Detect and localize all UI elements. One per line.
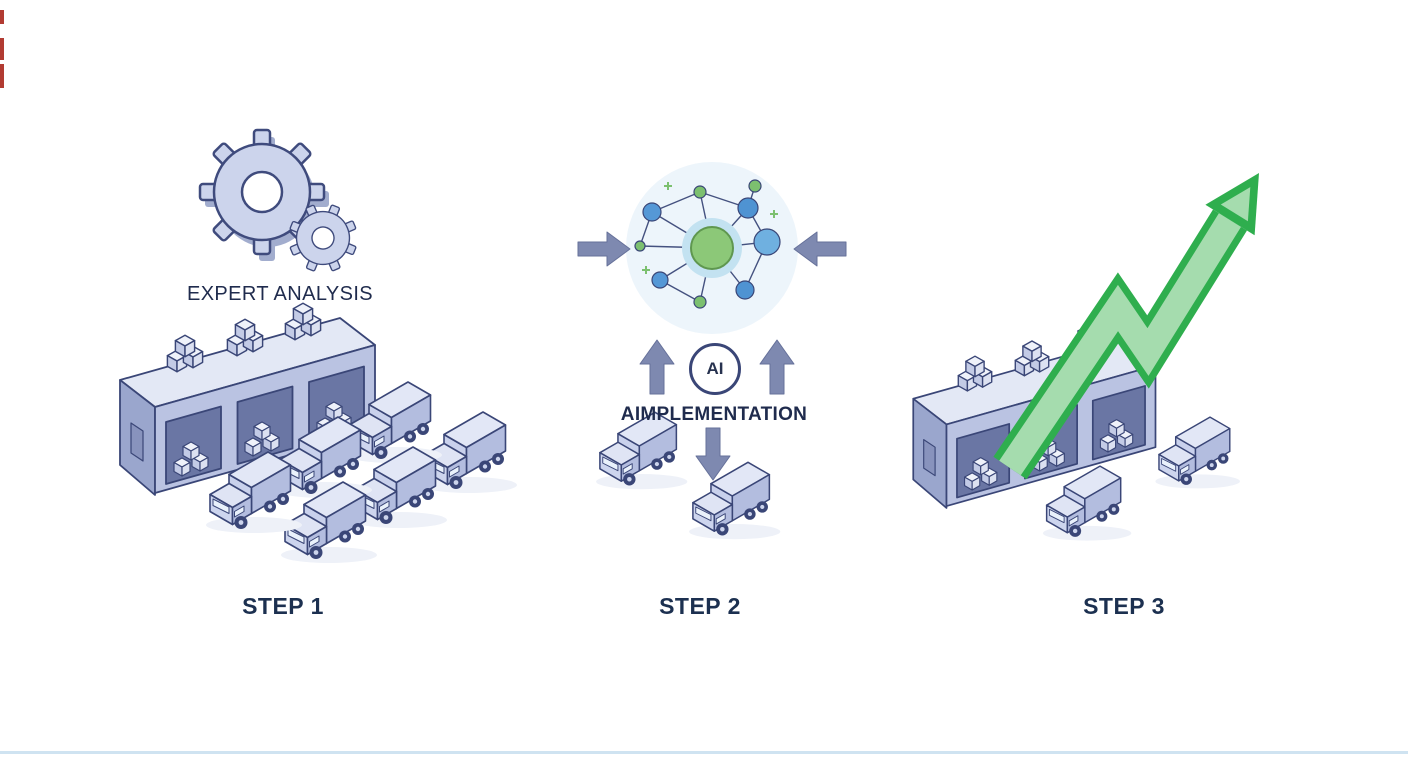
truck-icon <box>1042 465 1133 542</box>
truck-icon <box>1154 416 1241 490</box>
flow-arrows-step2 <box>577 231 847 481</box>
ai-badge-label: AI <box>706 359 724 378</box>
step1-label: STEP 1 <box>242 593 324 619</box>
arrow-left-icon <box>793 231 847 267</box>
arrow-up-icon <box>759 339 795 395</box>
edge-artifact <box>0 38 4 60</box>
arrow-down-icon <box>695 427 731 481</box>
truck-icon <box>688 461 782 541</box>
bottom-divider <box>0 751 1408 754</box>
arrow-right-icon <box>577 231 631 267</box>
truck-fleet-step2 <box>595 411 782 541</box>
step2-caption: AIMPLEMENTATION <box>620 404 808 425</box>
step1-caption: EXPERT ANALYSIS <box>186 283 374 305</box>
ai-badge: AI <box>689 343 741 395</box>
step3-label: STEP 3 <box>1083 593 1165 619</box>
arrow-up-icon <box>639 339 675 395</box>
edge-artifact <box>0 10 4 24</box>
growth-arrow-icon <box>993 173 1259 480</box>
edge-artifact <box>0 64 4 88</box>
step2-label: STEP 2 <box>659 593 741 619</box>
gears-icon <box>198 128 369 284</box>
network-ai-icon <box>626 162 798 334</box>
